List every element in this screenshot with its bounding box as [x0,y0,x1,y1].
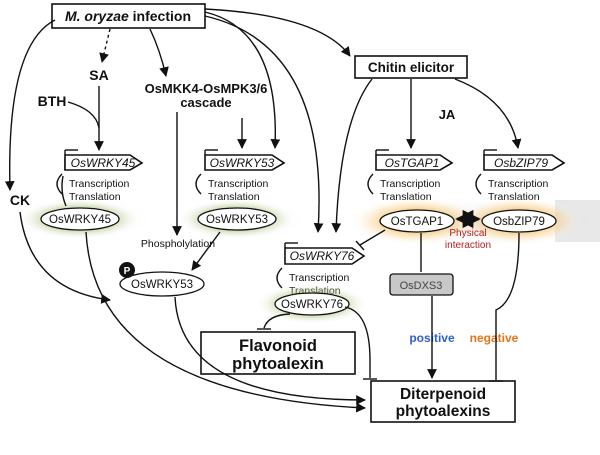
gene-wrky76: OsWRKY76 [284,242,366,265]
flavonoid-label-line2: phytoalexin [232,355,324,373]
gene-tgap1: OsTGAP1 [375,149,454,171]
sa-label: SA [89,67,108,83]
gene-bzip79: OsbZIP79 [483,149,566,171]
tt-wrky53: Transcription Translation [195,173,268,203]
ja-label: JA [439,107,456,122]
bth-label: BTH [38,93,67,109]
cascade-label-line2: cascade [180,95,231,110]
gene-wrky45: OsWRKY45 [64,149,144,171]
dxs3-label: OsDXS3 [400,280,443,292]
connectors [4,8,522,413]
edge-infection-chitin [204,8,351,57]
gene-tgap1-label: OsTGAP1 [385,156,440,170]
gene-wrky76-label: OsWRKY76 [290,249,355,263]
edge-wrky53-phospho [191,231,221,271]
flavonoid-label-line1: Flavonoid [239,337,317,355]
protein-tgap1 [379,209,455,233]
negative-label: negative [470,331,519,345]
gene-wrky53-label: OsWRKY53 [210,156,275,170]
edge-bth-wrky45 [67,101,100,129]
chitin-label: Chitin elicitor [368,60,455,75]
edge-wrky53p-diterpenoid [174,296,366,405]
edge-infection-wrky53 [204,11,281,149]
physical-label-line1: Physical [449,228,486,239]
edge-bzip79-inhibit [495,232,520,380]
gene-bzip79-label: OsbZIP79 [494,156,548,170]
diterpenoid-label-line1: Diterpenoid [400,386,486,403]
gene-wrky53: OsWRKY53 [204,149,286,171]
diterpenoid-box [370,380,516,423]
phosphorylation-label: Phospholylation [141,238,215,250]
edge-infection-sa [99,28,111,63]
chitin-box [354,55,468,79]
cascade-label-line1: OsMKK4-OsMPK3/6 [145,81,268,96]
infection-box [51,3,206,29]
svg-text:Transcription: Transcription [488,178,548,190]
protein-tgap1-label: OsTGAP1 [391,216,443,228]
protein-wrky45 [40,207,120,231]
edge-wrky76-inhibit-flavonoid [263,313,291,329]
protein-wrky53-label: OsWRKY53 [206,214,268,226]
edge-infection-ck [4,19,56,191]
gene-wrky45-label: OsWRKY45 [71,156,136,170]
protein-wrky53-phospho-label: OsWRKY53 [131,279,193,291]
protein-wrky76 [274,292,350,316]
svg-text:Transcription: Transcription [69,178,129,190]
ck-label: CK [10,192,30,208]
diterpenoid-label-line2: phytoalexins [396,403,491,420]
svg-text:Transcription: Transcription [289,272,349,284]
edge-ck-down [19,211,111,304]
svg-text:Transcription: Transcription [208,178,268,190]
edge-infection-wrky76 [204,15,324,233]
svg-text:Transcription: Transcription [380,178,440,190]
protein-wrky53-phospho [119,271,205,297]
protein-wrky53 [197,207,277,231]
infection-label: M. oryzae infection [65,8,191,24]
physical-label-line2: interaction [445,240,491,251]
edge-tgap1-inhibit-wrky76 [359,229,386,246]
protein-wrky76-label: OsWRKY76 [281,299,343,311]
protein-bzip79 [481,209,557,233]
edge-wrky45-diterpenoid [85,231,366,413]
edge-chitin-wrky76 [331,78,373,233]
edge-wrky76-inhibit-diterpenoid [344,306,371,378]
edge-chitin-bzip79 [454,78,522,149]
dxs3-box [389,273,454,296]
phospho-badge-label: P [124,266,131,277]
flavonoid-box [200,331,356,375]
protein-bzip79-label: OsbZIP79 [493,216,545,228]
protein-wrky45-label: OsWRKY45 [49,214,111,226]
phospho-badge [119,262,135,278]
edge-infection-cascade [149,28,169,77]
